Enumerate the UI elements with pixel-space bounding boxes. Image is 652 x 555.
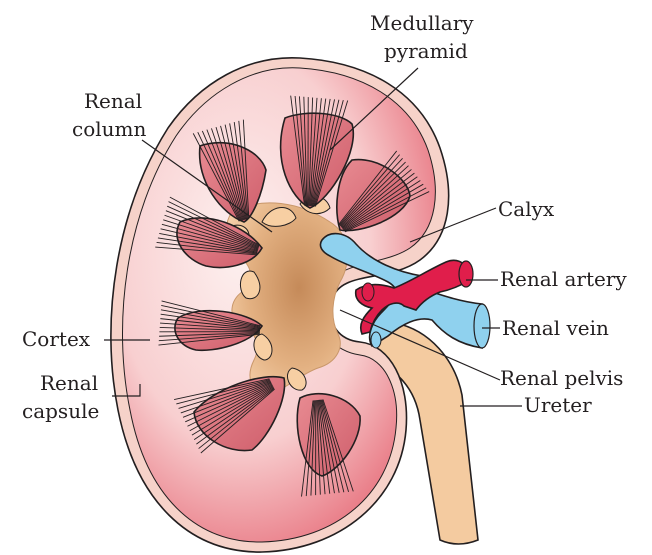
vein-stump [474, 304, 490, 348]
label-renal-pelvis: Renal pelvis [500, 366, 623, 390]
artery-cut [362, 283, 374, 301]
label-medullary-pyramid-1: Medullary [370, 11, 474, 35]
label-renal-column-1: Renal [84, 89, 142, 113]
label-renal-artery: Renal artery [500, 267, 627, 291]
artery-stump [459, 261, 473, 287]
label-calyx: Calyx [498, 197, 555, 221]
label-cortex: Cortex [22, 327, 91, 351]
label-renal-column-2: column [72, 117, 146, 141]
label-ureter: Ureter [524, 393, 592, 417]
vein-cut [371, 332, 381, 348]
label-renal-capsule-1: Renal [40, 371, 98, 395]
label-medullary-pyramid-2: pyramid [384, 39, 468, 63]
label-renal-vein: Renal vein [502, 316, 609, 340]
label-renal-capsule-2: capsule [22, 399, 99, 423]
